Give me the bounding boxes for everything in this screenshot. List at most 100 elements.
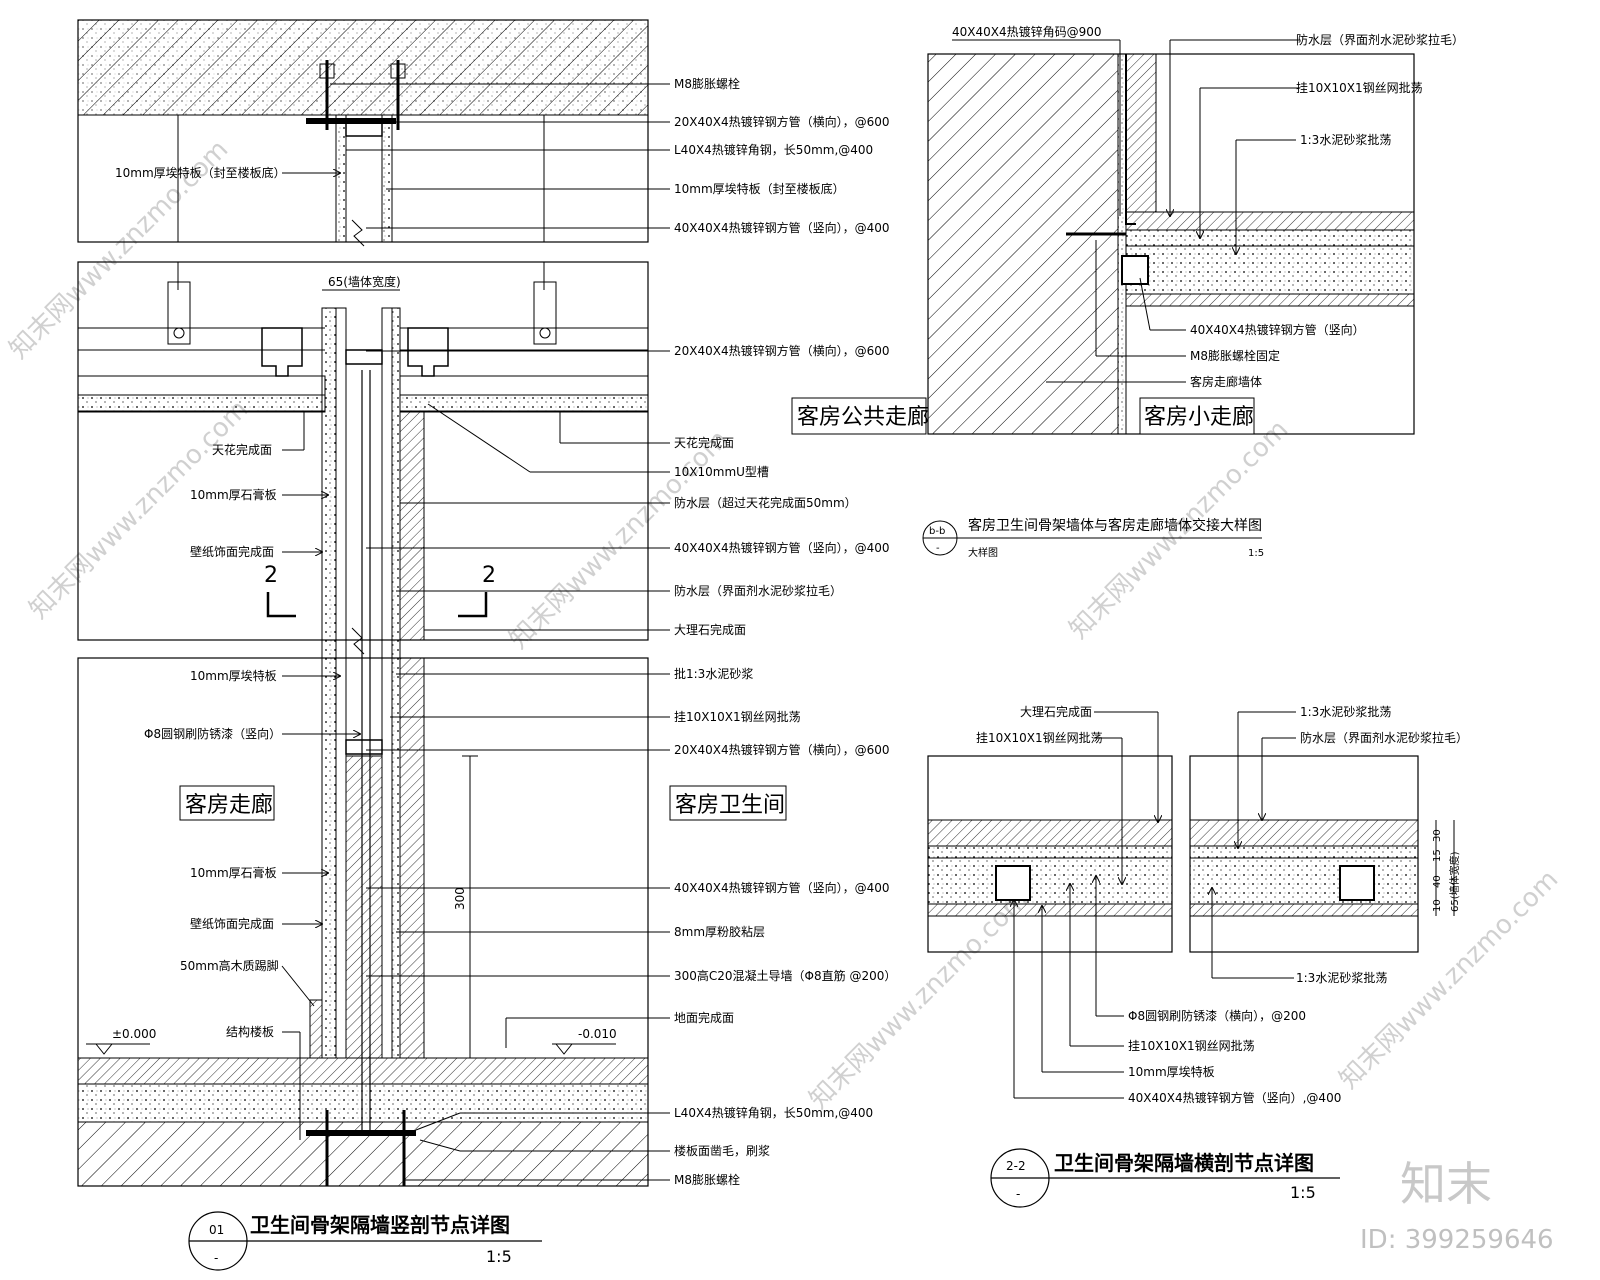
angle-steel-top <box>306 118 396 124</box>
level-symbol <box>95 1043 113 1055</box>
cement-board-top-left <box>335 114 347 243</box>
label-r8: 防水层（超过天花完成面50mm） <box>674 495 857 510</box>
break-mark <box>351 627 365 655</box>
watermark-text: 知末网www.znzmo.com <box>804 884 1035 1115</box>
leaders-left <box>281 173 360 1140</box>
watermark-text: 知末网www.znzmo.com <box>24 394 255 625</box>
section-mark-left: 2 <box>264 563 278 588</box>
bb-label-1: 防水层（界面剂水泥砂浆拉毛） <box>1296 32 1464 47</box>
22-bot-4: 40X40X4热镀锌钢方管（竖向）,@400 <box>1128 1090 1341 1105</box>
room-left: 客房走廊 <box>185 793 273 818</box>
label-r12: 批1:3水泥砂浆 <box>674 666 753 681</box>
mortar-layer <box>1125 229 1415 247</box>
room-box-right <box>669 785 787 821</box>
steel-tube-horizontal <box>345 349 383 365</box>
label-l6: 10mm厚石膏板 <box>190 865 277 880</box>
cement-board-top-right <box>381 114 393 243</box>
ceiling-board-right <box>399 394 649 412</box>
bb-label-4: 40X40X4热镀锌钢方管（竖向） <box>1190 322 1365 337</box>
label-r7: 10X10mmU型槽 <box>674 465 769 479</box>
clip-bolt <box>173 327 185 339</box>
drawing-22-horizontal-section: 30 15 40 10 65(墙体宽度) 大理石完成面 挂10X10X1钢丝网批… <box>927 704 1468 1208</box>
room-right: 客房卫生间 <box>675 793 785 818</box>
labels-left: 10mm厚埃特板（封至楼板底） 天花完成面 10mm厚石膏板 壁纸饰面完成面 1… <box>115 165 286 1039</box>
marble-finish-lower <box>399 657 425 1059</box>
label-r2: L40X4热镀锌角钢，长50mm,@400 <box>674 143 873 157</box>
label-r4: 40X40X4热镀锌钢方管（竖向），@400 <box>674 220 890 235</box>
label-r14: 20X40X4热镀锌钢方管（横向），@600 <box>674 742 890 757</box>
panel-middle-frame <box>77 261 649 641</box>
leaders-right <box>330 83 670 1181</box>
bb-sub: - <box>936 543 940 554</box>
label-r19: L40X4热镀锌角钢，长50mm,@400 <box>674 1106 873 1120</box>
layers-right <box>1189 819 1419 917</box>
cement-board-left <box>335 307 347 1059</box>
watermark-id: ID: 399259646 <box>1360 1225 1554 1255</box>
dim-65: 65(墙体宽度) <box>1448 851 1461 912</box>
layers-left <box>927 819 1173 917</box>
label-l0: 10mm厚埃特板（封至楼板底） <box>115 165 286 180</box>
dim-300-label: 300 <box>453 887 467 910</box>
label-r15: 40X40X4热镀锌钢方管（竖向），@400 <box>674 880 890 895</box>
corridor-wall <box>927 53 1119 435</box>
22-bot-2: 挂10X10X1钢丝网批荡 <box>1128 1038 1255 1053</box>
dim-40: 40 <box>1432 875 1443 888</box>
label-r5: 20X40X4热镀锌钢方管（横向），@600 <box>674 343 890 358</box>
label-l1: 天花完成面 <box>212 442 272 457</box>
label-r9: 40X40X4热镀锌钢方管（竖向），@400 <box>674 540 890 555</box>
angle-steel-bottom <box>306 1130 416 1136</box>
section-mark-right: 2 <box>482 563 496 588</box>
gypsum-board-left <box>321 307 337 1059</box>
steel-tube-horizontal <box>345 121 383 137</box>
22-top-1: 挂10X10X1钢丝网批荡 <box>976 730 1103 745</box>
floor-screed <box>77 1083 649 1123</box>
bb-label-2: 挂10X10X1钢丝网批荡 <box>1296 80 1423 95</box>
bb-caption: 大样图 <box>968 546 998 559</box>
22-top-3: 防水层（界面剂水泥砂浆拉毛） <box>1300 730 1468 745</box>
slab-aggregate <box>78 20 648 115</box>
label-r3: 10mm厚埃特板（封至楼板底） <box>674 181 845 196</box>
label-r1: 20X40X4热镀锌钢方管（横向），@600 <box>674 114 890 129</box>
label-r10: 防水层（界面剂水泥砂浆拉毛） <box>674 583 842 598</box>
22-scale: 1:5 <box>1290 1183 1316 1202</box>
hanger-clip-right <box>533 281 557 345</box>
backing-layer <box>1125 293 1415 307</box>
label-r13: 挂10X10X1钢丝网批荡 <box>674 709 801 724</box>
22-number: 2-2 <box>1006 1159 1026 1173</box>
dim-10: 10 <box>1432 899 1443 912</box>
room-box-right <box>1139 397 1255 435</box>
leaders-bb <box>952 39 1300 383</box>
dim-15: 15 <box>1432 849 1443 862</box>
drawing-number: 01 <box>209 1223 224 1237</box>
marble-finish-upper <box>399 411 425 641</box>
marble-finish <box>1125 211 1415 231</box>
wood-skirting <box>309 999 323 1059</box>
bb-room-right: 客房小走廊 <box>1144 405 1254 430</box>
22-top-0: 大理石完成面 <box>1020 704 1092 719</box>
label-r0: M8膨胀螺栓 <box>674 76 740 91</box>
bolt-head <box>390 63 406 79</box>
steel-tube-section <box>995 865 1031 901</box>
bb-scale: 1:5 <box>1248 548 1264 559</box>
level-symbol <box>555 1043 573 1055</box>
22-top-2: 1:3水泥砂浆批荡 <box>1300 704 1391 719</box>
drawing-01-vertical-section: 300 65(墙体宽度) 2 2 客房走廊 客房卫生间 ±0.000 -0.01… <box>77 19 896 1271</box>
clip-bolt <box>539 327 551 339</box>
label-r11: 大理石完成面 <box>674 622 746 637</box>
22-bot-1: Φ8圆钢刷防锈漆（横向），@200 <box>1128 1008 1306 1023</box>
room-box-left <box>791 397 927 435</box>
floor-finish <box>77 1057 649 1085</box>
22-bot-0: 1:3水泥砂浆批荡 <box>1296 970 1387 985</box>
steel-tube-section <box>1339 865 1375 901</box>
label-l4: 10mm厚埃特板 <box>190 668 277 683</box>
leaders-22 <box>1014 711 1296 1099</box>
waterproof-layer <box>1117 53 1127 435</box>
section-marker-left <box>266 592 296 618</box>
22-sub: - <box>1016 1187 1020 1201</box>
main-keel-right <box>407 327 449 377</box>
bb-label-6: 客房走廊墙体 <box>1190 374 1262 389</box>
main-keel-left <box>261 327 303 377</box>
drawing-sub: - <box>214 1251 218 1265</box>
22-bot-3: 10mm厚埃特板 <box>1128 1064 1215 1079</box>
